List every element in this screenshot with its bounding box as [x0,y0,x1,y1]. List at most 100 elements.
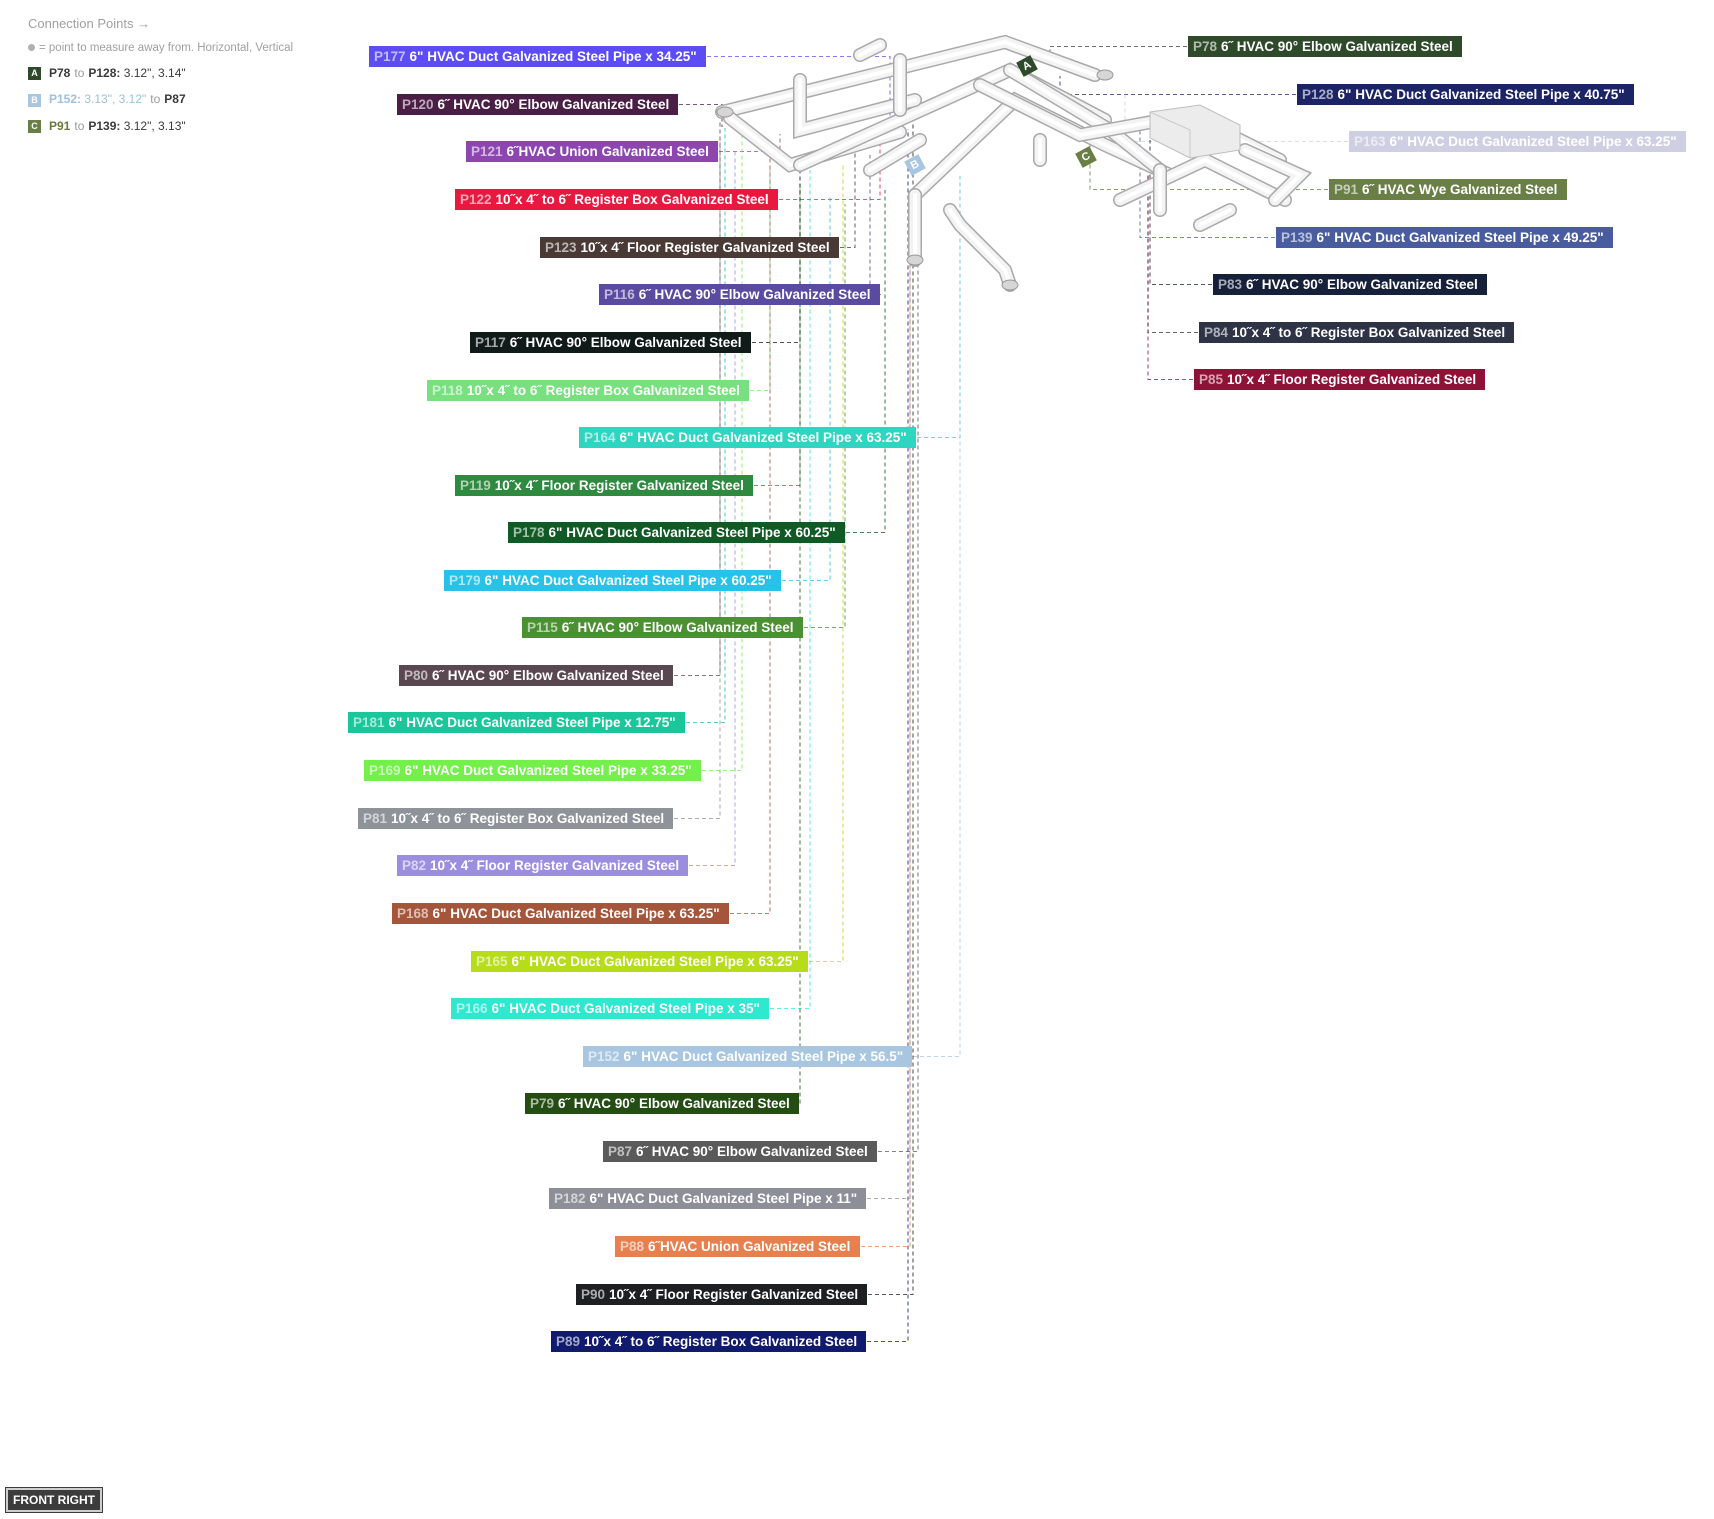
part-id: P123 [545,240,577,255]
marker-c-icon: C [28,119,41,133]
part-id: P122 [460,192,492,207]
duct-segment [1243,148,1304,202]
part-name: 6˝ HVAC 90° Elbow Galvanized Steel [509,335,742,350]
part-name: 6˝ HVAC 90° Elbow Galvanized Steel [561,620,794,635]
legend-title: Connection Points → [28,16,151,31]
legend-row-a-to: P128: [88,66,121,80]
duct-segment [948,208,1012,287]
part-name: 6˝ HVAC 90° Elbow Galvanized Steel [636,1144,868,1159]
duct-segment [858,43,882,57]
part-id: P79 [530,1096,555,1111]
leader-line-p181 [686,128,726,724]
legend-hint: = point to measure away from. Horizontal… [28,42,293,54]
part-name: 6" HVAC Duct Galvanized Steel Pipe x 12.… [388,715,676,730]
part-name: 10˝x 4˝ to 6˝ Register Box Galvanized St… [466,383,740,398]
marker-a-icon: A [28,67,41,81]
leader-line-p163 [1124,92,1348,143]
marker-b-icon: B [28,93,41,107]
view-orientation-badge: FRONT RIGHT [5,1487,103,1513]
part-id: P90 [581,1287,606,1302]
part-name: 6" HVAC Duct Galvanized Steel Pipe x 56.… [623,1049,904,1064]
leader-line-p88 [861,205,911,1248]
leader-line-p152 [913,177,961,1058]
duct-segment [720,39,1097,114]
part-name: 10˝x 4˝ to 6˝ Register Box Galvanized St… [1232,325,1506,340]
part-id: P82 [402,858,427,873]
part-name: 6" HVAC Duct Galvanized Steel Pipe x 33.… [404,763,692,778]
part-id: P181 [353,715,385,730]
duct-segment [1118,157,1287,202]
part-id: P139 [1281,230,1313,245]
part-id: P78 [1193,39,1218,54]
part-id: P84 [1204,325,1229,340]
part-id: P91 [1334,182,1359,197]
leader-line-p177 [707,55,891,120]
legend-row-c-to-word: to [74,118,85,133]
leader-line-p81 [674,142,721,820]
legend-row-c-value: 3.12", 3.13" [123,118,186,133]
part-id: P120 [402,97,434,112]
part-id: P121 [471,144,503,159]
duct-end-cap [1001,279,1019,291]
legend-row-b-to: P87 [164,92,186,107]
part-name: 6˝ HVAC 90° Elbow Galvanized Steel [558,1096,790,1111]
part-id: P85 [1199,372,1224,387]
duct-segment [798,78,917,133]
legend-row-a-value: 3.12", 3.14" [123,66,186,80]
part-name: 10˝x 4˝ to 6˝ Register Box Galvanized St… [391,811,665,826]
part-name: 6" HVAC Duct Galvanized Steel Pipe x 63.… [511,954,799,969]
part-id: P165 [476,954,508,969]
part-name: 6" HVAC Duct Galvanized Steel Pipe x 60.… [484,573,772,588]
part-id: P81 [363,811,388,826]
part-id: P87 [608,1144,633,1159]
part-name: 6" HVAC Duct Galvanized Steel Pipe x 60.… [548,525,836,540]
part-id: P179 [449,573,481,588]
part-name: 6˝HVAC Union Galvanized Steel [648,1239,851,1254]
point-dot-icon [28,44,35,52]
leader-line-p89 [867,129,909,1343]
legend-row-b-value: 3.13", 3.12" [84,92,147,107]
part-name: 6˝ HVAC 90° Elbow Galvanized Steel [638,287,871,302]
part-name: 6" HVAC Duct Galvanized Steel Pipe x 35" [491,1001,760,1016]
part-name: 6˝ HVAC 90° Elbow Galvanized Steel [432,668,664,683]
part-name: 6˝ HVAC 90° Elbow Galvanized Steel [1221,39,1453,54]
leader-line-p78 [1049,45,1187,60]
part-id: P88 [620,1239,645,1254]
connection-points-legend: Connection Points → = point to measure a… [28,16,293,133]
leader-line-p85 [1147,172,1193,381]
leader-line-p128 [1059,76,1296,96]
part-name: 6˝HVAC Union Galvanized Steel [506,144,709,159]
part-id: P117 [475,335,506,350]
legend-row-a-to-word: to [74,66,85,80]
part-name: 6˝ HVAC Wye Galvanized Steel [1362,182,1558,197]
legend-row-a-from: P78 [49,66,71,80]
legend-row-c-from: P91 [49,118,71,133]
leader-line-p121 [719,134,781,153]
part-name: 10˝x 4˝ to 6˝ Register Box Galvanized St… [584,1334,858,1349]
duct-end-cap [716,106,734,118]
